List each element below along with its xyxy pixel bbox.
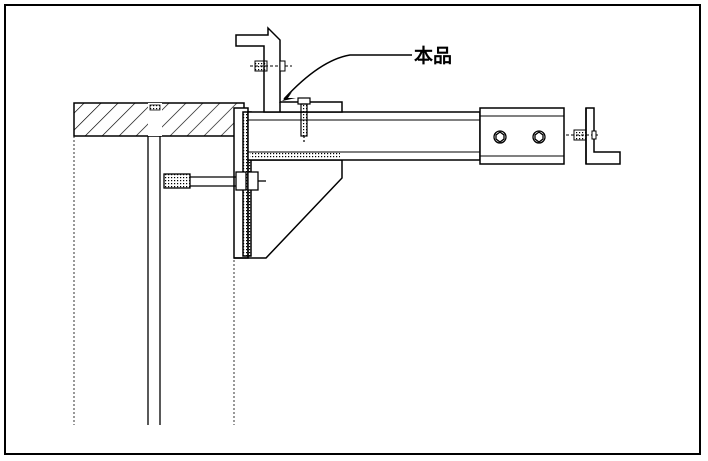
anchor-bolt-icon [163, 171, 266, 191]
sleeve-bolt-left-icon [493, 130, 507, 144]
support-arm [247, 111, 481, 161]
arm-screw-icon [297, 97, 311, 142]
callout-label: 本品 [414, 44, 452, 67]
hanger-bracket [235, 26, 343, 113]
sliding-sleeve [479, 107, 565, 165]
callout-arrowhead-icon [282, 92, 296, 101]
concrete-slab [73, 102, 245, 137]
sleeve-bolt-right-icon [532, 130, 546, 144]
drawing-frame [4, 4, 701, 455]
callout-leader-line [283, 54, 412, 100]
hanger-top-screw-icon [250, 60, 292, 72]
right-bracket-screw-icon [566, 129, 598, 141]
wall-body [73, 136, 235, 425]
right-angle-bracket [585, 107, 621, 165]
